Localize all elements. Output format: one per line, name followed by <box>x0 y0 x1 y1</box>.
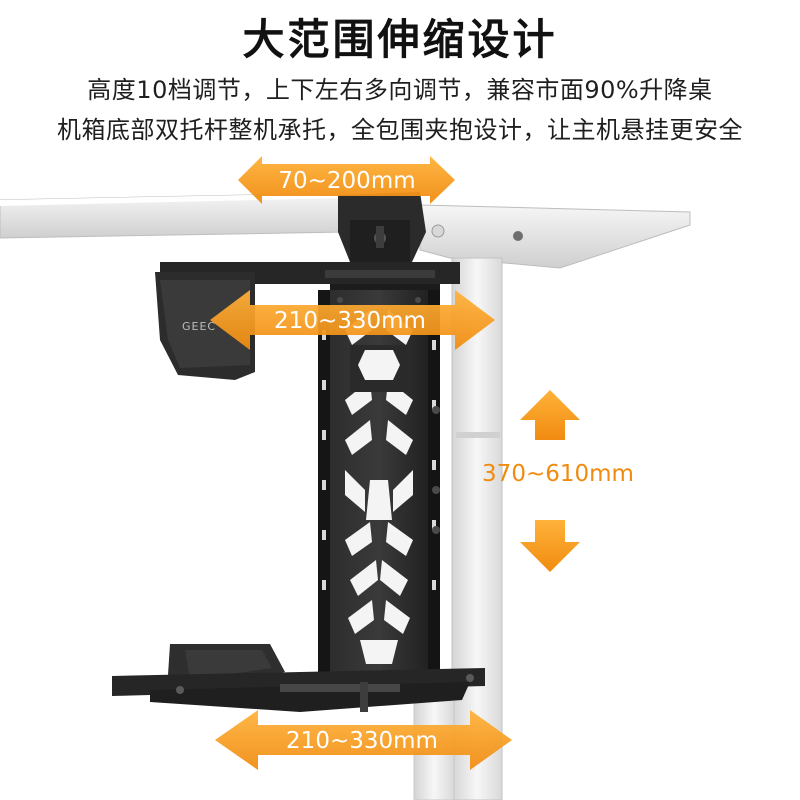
description-line-1: 高度10档调节，上下左右多向调节，兼容市面90%升降桌 <box>87 76 713 104</box>
left-clamp-arm: GEEC <box>155 272 255 380</box>
dimension-arrow-lower-width: 210~330mm <box>215 710 512 770</box>
dimension-arrow-height: 370~610mm <box>482 390 634 572</box>
label-height-range: 370~610mm <box>482 461 634 487</box>
label-clamp-width: 70~200mm <box>278 168 415 194</box>
headline: 大范围伸缩设计 <box>242 15 558 64</box>
vertical-panel <box>318 290 440 680</box>
desk-clamp <box>338 192 426 262</box>
label-lower-width: 210~330mm <box>286 728 438 754</box>
brand-logo: GEEC <box>182 320 216 333</box>
bottom-tray <box>112 644 485 712</box>
description-line-2: 机箱底部双托杆整机承托，全包围夹抱设计，让主机悬挂更安全 <box>57 116 743 144</box>
dimension-arrow-upper-width: 210~330mm <box>210 290 495 350</box>
label-upper-width: 210~330mm <box>274 308 426 334</box>
desk-frame <box>0 192 691 800</box>
dimension-arrow-clamp: 70~200mm <box>238 156 455 204</box>
